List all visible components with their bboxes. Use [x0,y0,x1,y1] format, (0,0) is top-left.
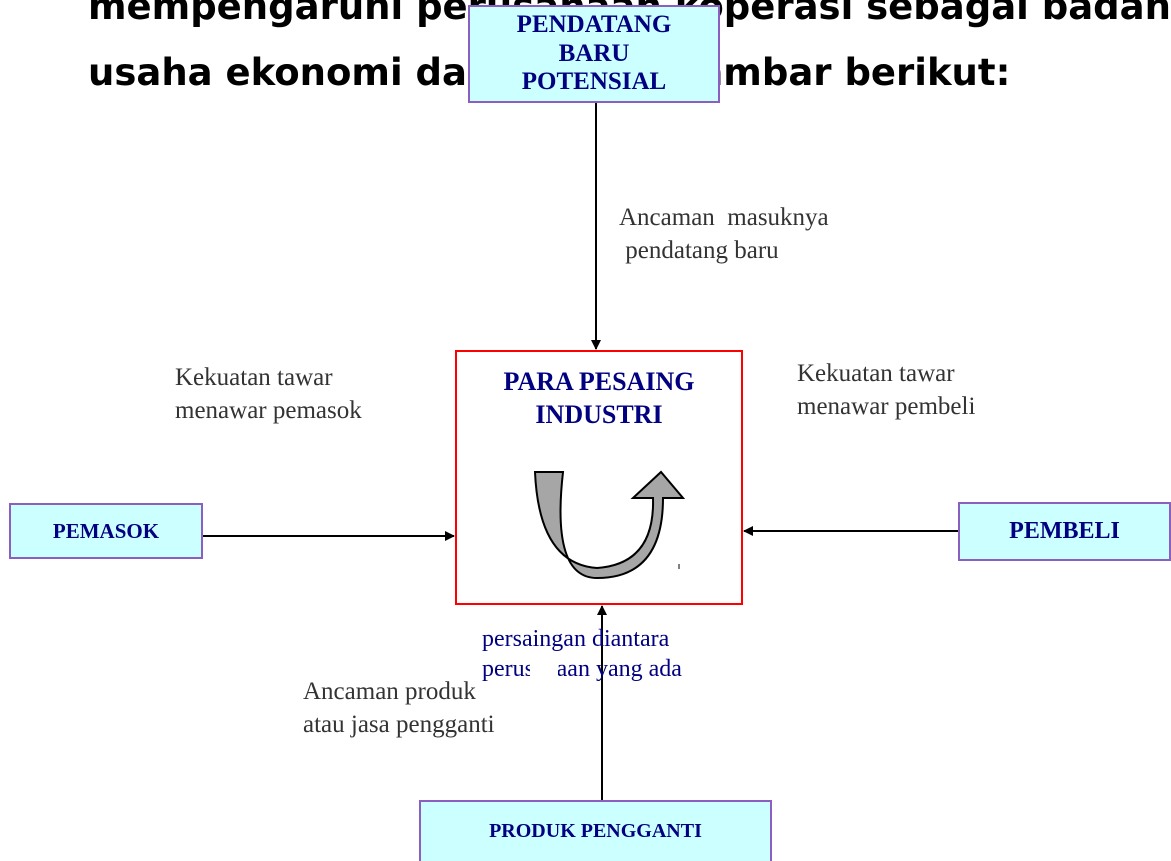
label-occluder [530,657,558,687]
box-substitute-label: PRODUK PENGGANTI [489,820,702,842]
box-supplier: PEMASOK [9,503,203,559]
box-entrants-line-2: BARU [558,39,630,67]
box-supplier-label: PEMASOK [52,518,160,543]
box-potential-entrants: PENDATANG BARU POTENSIAL [468,5,720,103]
u-turn-arrow-icon [533,470,686,580]
box-buyer: PEMBELI [958,502,1171,561]
box-entrants-line-3: POTENSIAL [521,68,667,96]
label-supplier-power: Kekuatan tawar menawar pemasok [175,364,362,424]
rivalry-title: PARA PESAING INDUSTRI [457,366,741,431]
box-substitute-product: PRODUK PENGGANTI [419,800,772,861]
label-rivalry: persaingan diantara perusahaan yang ada [482,626,682,682]
rivalry-title-line-2: INDUSTRI [535,399,663,429]
label-buyer-power: Kekuatan tawar menawar pembeli [797,360,976,420]
label-entrant-threat: Ancaman masuknya pendatang baru [619,204,829,264]
box-entrants-line-1: PENDATANG [516,10,672,38]
label-substitute-threat: Ancaman produk atau jasa pengganti [303,678,495,738]
rivalry-title-line-1: PARA PESAING [503,367,695,396]
box-industry-competitors: PARA PESAING INDUSTRI [455,350,743,605]
box-buyer-label: PEMBELI [1009,518,1120,544]
